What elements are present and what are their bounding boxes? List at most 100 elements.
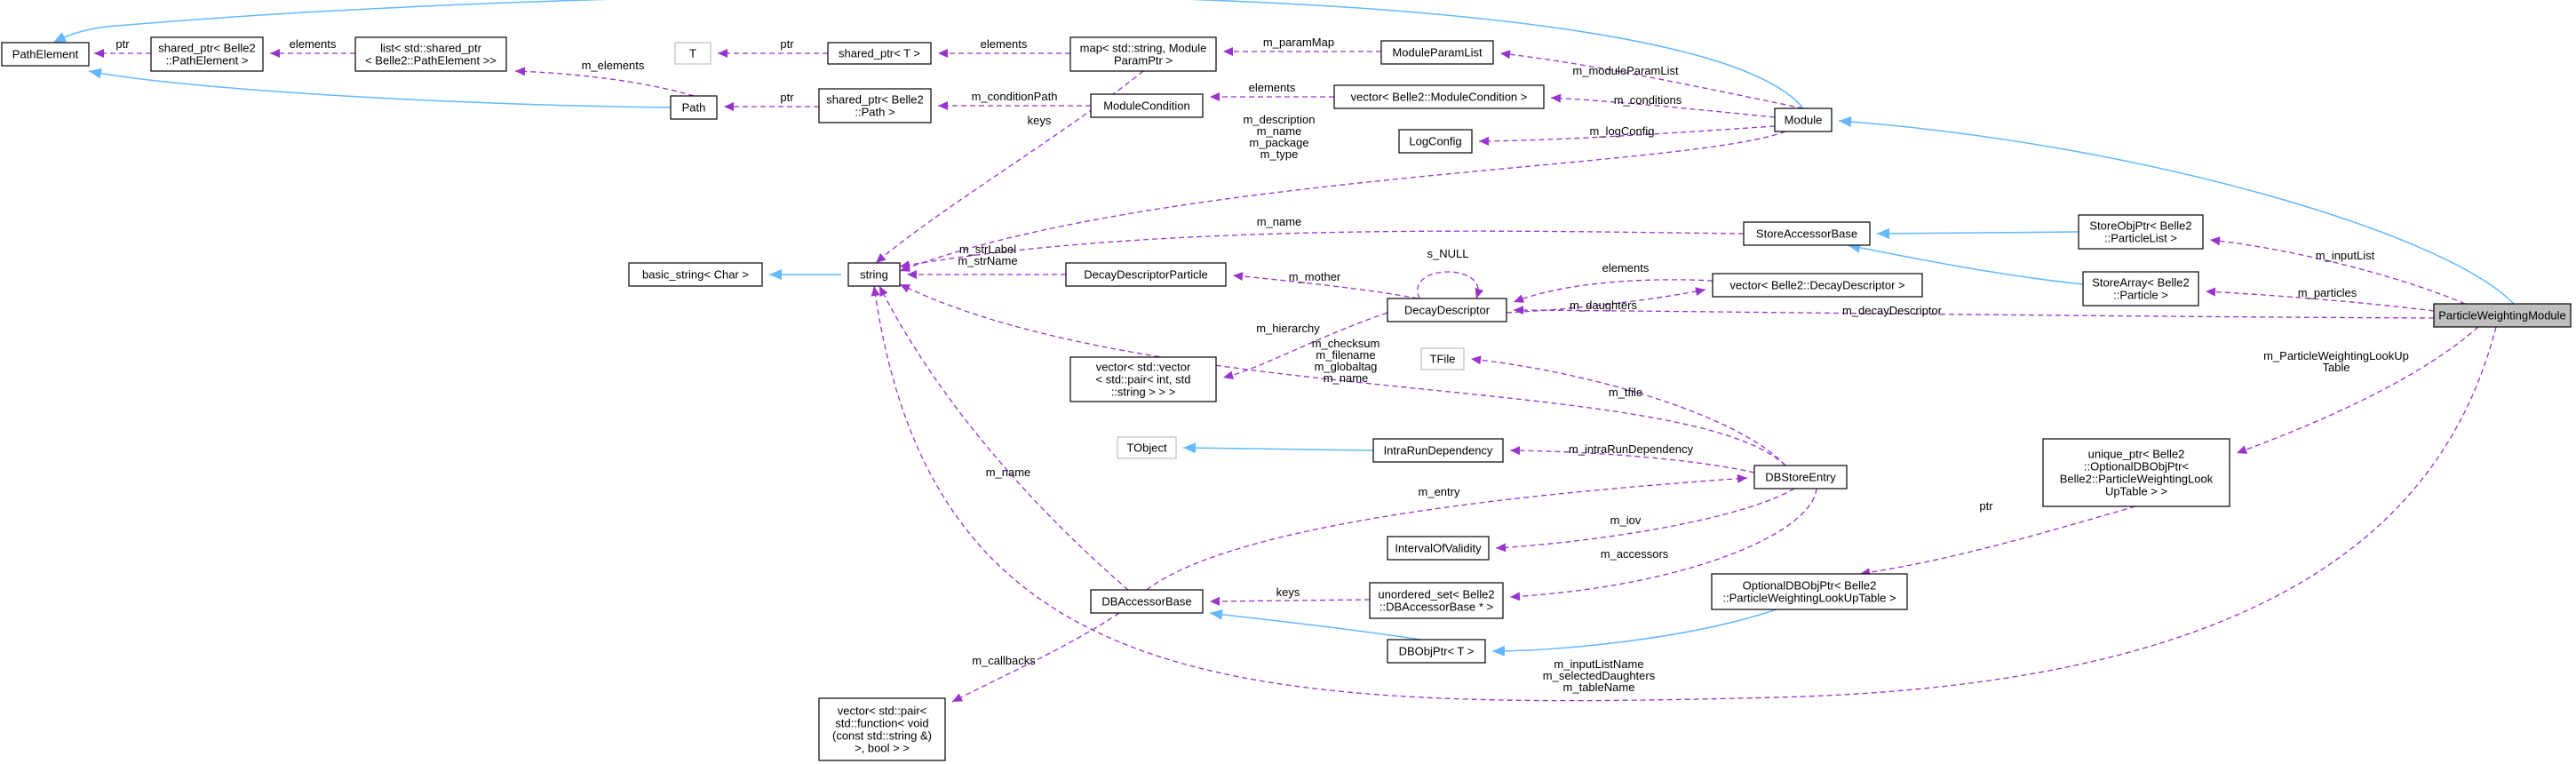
edge-line	[1417, 271, 1479, 299]
edge-label: keys	[1276, 585, 1300, 599]
edge-line	[1209, 599, 1371, 602]
class-node-DBStoreEntry[interactable]: DBStoreEntry	[1753, 465, 1848, 489]
inheritance-edge-Path__PathElement	[88, 68, 672, 108]
edge-arrowhead	[1210, 609, 1223, 620]
node-box	[827, 42, 932, 65]
edge-line	[1182, 447, 1374, 451]
class-node-sp_Path[interactable]: shared_ptr< Belle2::Path >	[818, 88, 932, 123]
node-label: vector< std::pair<std::function< void(co…	[832, 704, 932, 755]
class-node-TFile[interactable]: TFile	[1420, 347, 1465, 370]
nodes-layer: PathElement shared_ptr< Belle2::PathEleme…	[1, 36, 2572, 761]
member-edge-vec_DecayDescriptor__DecayDescriptor: elements	[1513, 261, 1713, 303]
node-label: Module	[1785, 114, 1823, 127]
node-label: DBStoreEntry	[1765, 471, 1836, 484]
inheritance-edge-Module__PathElement	[52, 0, 1804, 109]
edge-arrowhead	[2206, 287, 2216, 297]
node-label: ModuleParamList	[1392, 46, 1483, 60]
inheritance-edge-PWM__Module	[1838, 116, 2515, 305]
class-node-Path[interactable]: Path	[670, 95, 718, 120]
class-node-IntraRunDependency[interactable]: IntraRunDependency	[1372, 438, 1504, 463]
edge-arrowhead	[1514, 306, 1524, 315]
class-node-vec_pair[interactable]: vector< std::vector< std::pair< int, std…	[1069, 356, 1217, 402]
edge-label: elements	[1249, 81, 1296, 94]
edge-arrowhead	[938, 49, 948, 58]
node-label: vector< std::vector< std::pair< int, std…	[1096, 361, 1191, 399]
class-node-unordered_set[interactable]: unordered_set< Belle2::DBAccessorBase * …	[1369, 582, 1504, 619]
inheritance-edge-OptionalDBObjPtr__DBObjPtr	[1491, 609, 1777, 657]
member-edge-DBAccessorBase__vec_callbacks: m_callbacks	[951, 612, 1120, 703]
edge-arrowhead	[1471, 355, 1482, 365]
node-box	[1712, 273, 1923, 298]
class-node-sp_PathElement[interactable]: shared_ptr< Belle2::PathElement >	[150, 36, 264, 72]
class-node-DecayDescriptor[interactable]: DecayDescriptor	[1387, 298, 1507, 322]
edge-line	[1838, 120, 2515, 305]
edge-line	[2236, 326, 2479, 454]
node-box	[1090, 589, 1204, 614]
member-edge-PWM__StoreArray: m_particles	[2205, 286, 2435, 312]
class-node-DecayDescriptorParticle[interactable]: DecayDescriptorParticle	[1065, 262, 1227, 287]
class-node-unique_ptr[interactable]: unique_ptr< Belle2::OptionalDBObjPtr<Bel…	[2042, 438, 2230, 507]
class-node-PWM[interactable]: ParticleWeightingModule	[2433, 303, 2572, 328]
class-node-ModuleCondition[interactable]: ModuleCondition	[1090, 93, 1204, 118]
class-node-LogConfig[interactable]: LogConfig	[1398, 129, 1473, 154]
class-node-IntervalOfValidity[interactable]: IntervalOfValidity	[1387, 536, 1490, 561]
class-node-sp_T[interactable]: shared_ptr< T >	[827, 42, 932, 65]
edge-label: m_mother	[1289, 270, 1341, 283]
member-edge-sp_PathElement__PathElement: ptr	[94, 37, 151, 58]
class-node-vec_DecayDescriptor[interactable]: vector< Belle2::DecayDescriptor >	[1712, 273, 1923, 298]
edge-line	[1509, 488, 1817, 598]
class-node-OptionalDBObjPtr[interactable]: OptionalDBObjPtr< Belle2::ParticleWeight…	[1711, 573, 1908, 610]
node-box	[1380, 40, 1494, 65]
class-node-vec_callbacks[interactable]: vector< std::pair<std::function< void(co…	[818, 697, 946, 761]
node-box	[1387, 639, 1486, 664]
node-box	[1117, 436, 1177, 459]
class-node-StoreAccessorBase[interactable]: StoreAccessorBase	[1743, 221, 1871, 246]
edge-arrowhead	[1183, 442, 1197, 454]
edge-arrowhead	[900, 260, 910, 270]
class-node-StoreObjPtr[interactable]: StoreObjPtr< Belle2::ParticleList >	[2078, 214, 2204, 250]
class-node-DBObjPtr[interactable]: DBObjPtr< T >	[1387, 639, 1486, 664]
class-node-Module[interactable]: Module	[1774, 107, 1833, 132]
class-node-StoreArray[interactable]: StoreArray< Belle2::Particle >	[2082, 271, 2199, 306]
edge-line	[1847, 244, 2084, 285]
member-edge-ModuleCondition__sp_Path: m_conditionPath	[938, 90, 1091, 110]
edge-arrowhead	[879, 286, 888, 298]
class-node-vec_ModuleCondition[interactable]: vector< Belle2::ModuleCondition >	[1333, 84, 1545, 109]
member-edge-DBStoreEntry__TFile: m_tfile	[1470, 355, 1786, 466]
edge-line	[1506, 289, 1706, 314]
class-node-DBAccessorBase[interactable]: DBAccessorBase	[1090, 589, 1204, 614]
node-label: DecayDescriptorParticle	[1084, 268, 1207, 282]
edge-label: m_decayDescriptor	[1842, 304, 1943, 317]
edge-label: m_daughters	[1570, 298, 1637, 312]
class-node-list_sp[interactable]: list< std::shared_ptr< Belle2::PathEleme…	[354, 36, 507, 72]
node-label: vector< Belle2::ModuleCondition >	[1351, 91, 1528, 104]
class-node-ModuleParamList[interactable]: ModuleParamList	[1380, 40, 1494, 65]
edge-arrowhead	[1514, 294, 1525, 303]
class-node-string[interactable]: string	[847, 262, 901, 287]
member-edge-PWM__StoreObjPtr: m_inputList	[2209, 236, 2466, 305]
edge-arrowhead	[53, 32, 68, 43]
class-node-PathElement[interactable]: PathElement	[1, 42, 90, 67]
edge-label: m_iov	[1610, 513, 1642, 527]
node-box	[674, 42, 712, 65]
class-node-TObject[interactable]: TObject	[1117, 436, 1177, 459]
member-edge-vec_ModuleCondition__ModuleCondition: elements	[1210, 81, 1334, 101]
node-label: TFile	[1430, 353, 1456, 366]
node-label: StoreArray< Belle2::Particle >	[2092, 276, 2189, 302]
class-node-basic_string[interactable]: basic_string< Char >	[628, 262, 763, 287]
member-edge-DecayDescriptor__vec_pair: m_hierarchy	[1222, 312, 1388, 380]
edge-label: m_conditionPath	[972, 90, 1058, 103]
edge-arrowhead	[1233, 272, 1244, 282]
edge-arrowhead	[1223, 47, 1233, 56]
node-label: ParticleWeightingModule	[2438, 309, 2566, 322]
node-label: IntervalOfValidity	[1395, 542, 1482, 555]
edge-arrowhead	[1510, 592, 1521, 601]
class-node-T[interactable]: T	[674, 42, 712, 65]
node-box	[1398, 129, 1473, 154]
edge-line	[1232, 275, 1419, 299]
edge-arrowhead	[1210, 596, 1220, 606]
edge-label: ptr	[115, 37, 130, 51]
